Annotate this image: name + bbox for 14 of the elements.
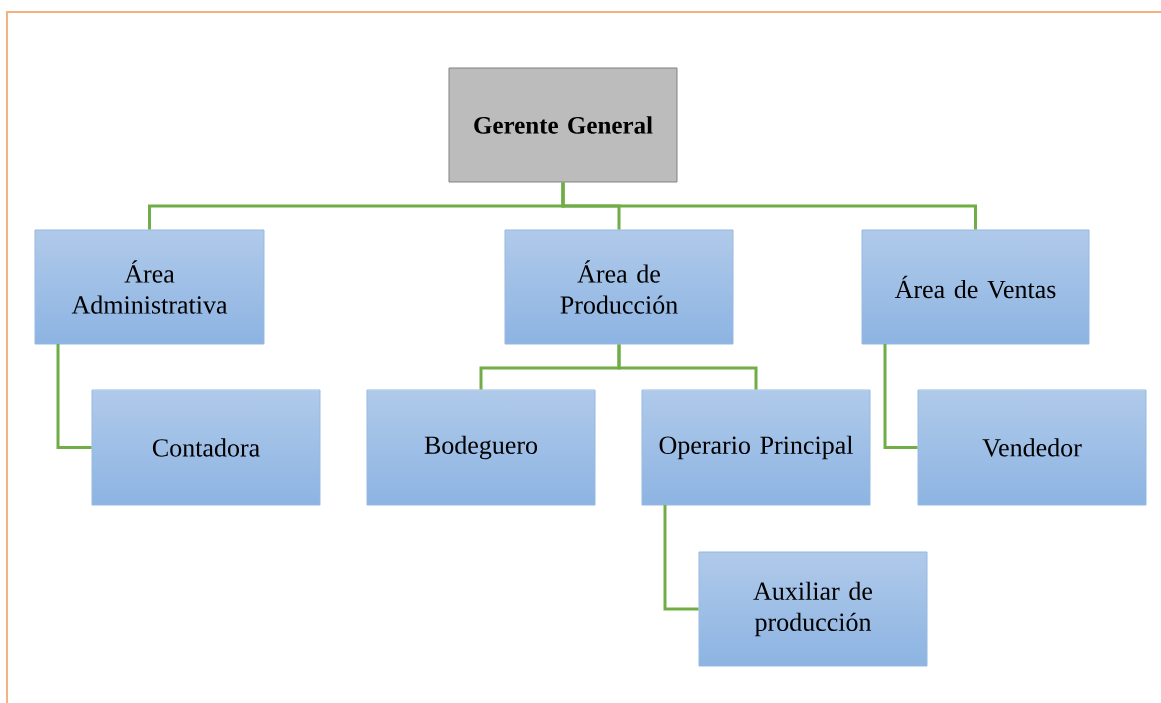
position-box: Auxiliar de producción [698,551,928,667]
position-box: Área Administrativa [34,229,265,345]
connector-line [56,344,92,449]
connector-line [561,182,977,230]
title-box: Gerente General [448,67,678,183]
position-box: Operario Principal [641,389,871,506]
position-box: Contadora [91,389,321,506]
position-box: Área de Producción [504,229,734,345]
position-box: Área de Ventas [861,229,1090,345]
position-box: Vendedor [917,389,1147,506]
connector-line [617,344,758,390]
position-box: Bodeguero [366,389,596,506]
connector-line [883,344,918,449]
connector-line [663,505,699,611]
